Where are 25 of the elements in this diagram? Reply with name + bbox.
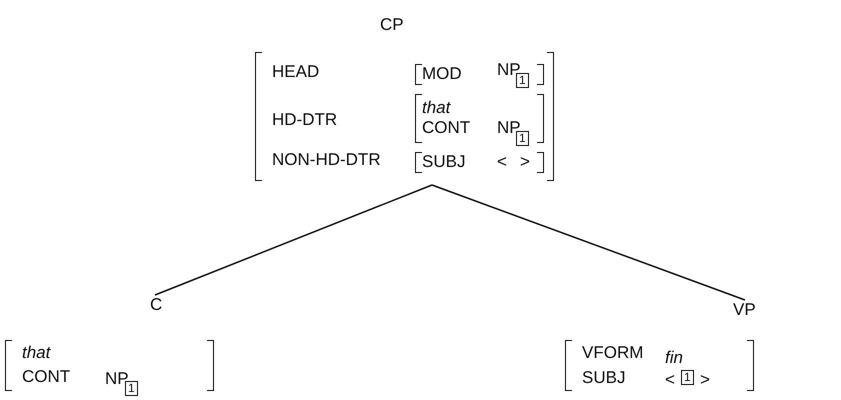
list-delimiter: >: [700, 370, 710, 390]
feature-name: HD-DTR: [272, 110, 338, 130]
feature-name: VFORM: [582, 343, 644, 363]
feature-name: NON-HD-DTR: [272, 150, 381, 170]
structure-sharing-tag: 1: [125, 381, 138, 396]
feature-name: CONT: [22, 367, 70, 387]
structure-sharing-tag: 1: [516, 131, 529, 146]
category-label: C: [150, 295, 162, 315]
feature-value: fin: [665, 348, 683, 368]
tree-branch: [432, 184, 746, 301]
feature-name: MOD: [422, 64, 462, 84]
category-label: VP: [733, 300, 756, 320]
tree-branch: [154, 184, 432, 296]
feature-value: that: [422, 98, 450, 118]
feature-name: SUBJ: [582, 368, 626, 388]
list-delimiter: >: [520, 152, 530, 172]
feature-name: CONT: [422, 118, 470, 138]
feature-name: SUBJ: [422, 152, 466, 172]
list-delimiter: <: [497, 152, 507, 172]
feature-value: that: [22, 343, 50, 363]
structure-sharing-tag: 1: [681, 370, 694, 385]
category-label: CP: [380, 15, 404, 35]
list-delimiter: <: [665, 370, 675, 390]
structure-sharing-tag: 1: [516, 73, 529, 88]
feature-name: HEAD: [272, 62, 320, 82]
